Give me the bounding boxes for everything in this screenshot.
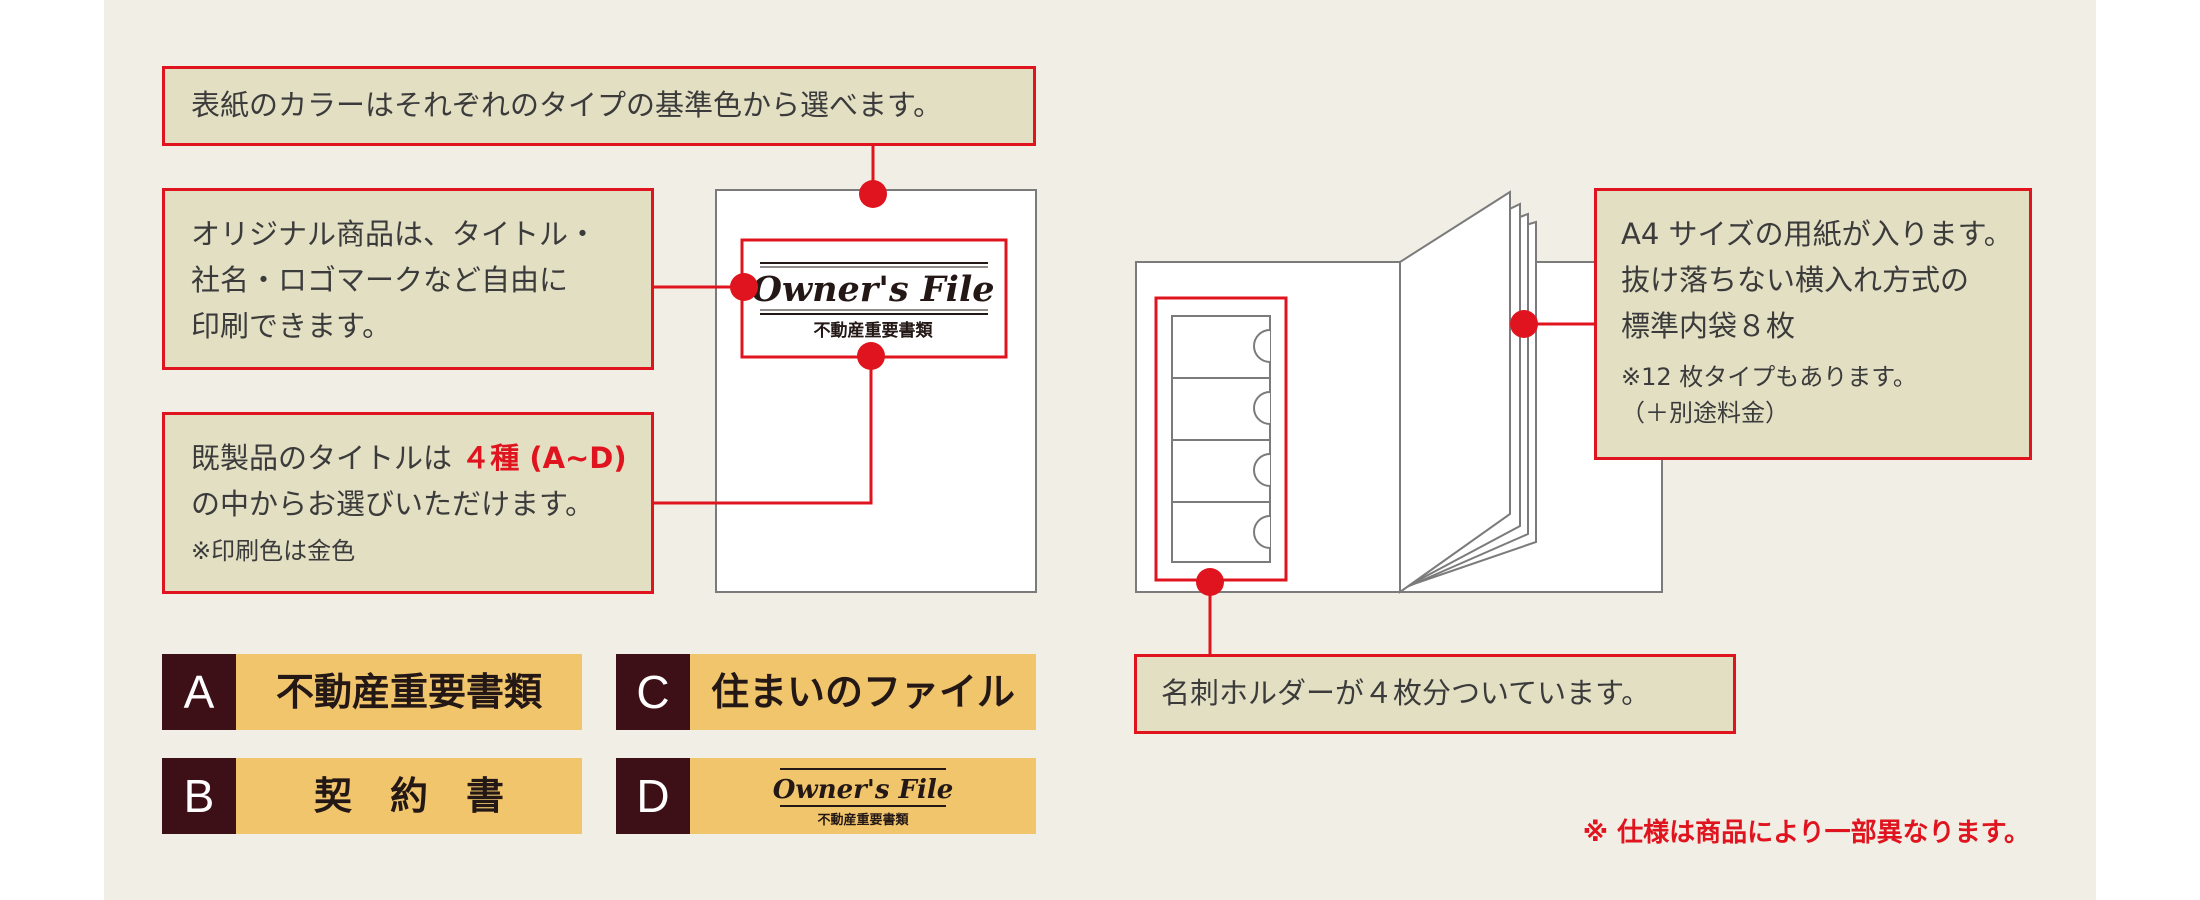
ready-title-note: ※印刷色は金色	[191, 537, 356, 565]
title-option-b: B 契 約 書	[162, 758, 582, 834]
callout-ready-title: 既製品のタイトルは ４種 (A~D) の中からお選びいただけます。 ※印刷色は金…	[162, 412, 654, 594]
ready-title-highlight: ４種 (A~D)	[461, 441, 627, 475]
title-option-text: 契 約 書	[313, 773, 504, 818]
dot-a4-paper	[1510, 310, 1538, 338]
ready-title-line2: の中からお選びいただけます。	[191, 487, 595, 521]
callout-card-holder-text: 名刺ホルダーが４枚分ついています。	[1161, 676, 1651, 710]
callout-cover-color-text: 表紙のカラーはそれぞれのタイプの基準色から選べます。	[191, 88, 943, 122]
title-option-a: A 不動産重要書類	[162, 654, 582, 730]
title-option-d: D Owner's File 不動産重要書類	[616, 758, 1036, 834]
callout-original-print: オリジナル商品は、タイトル・ 社名・ロゴマークなど自由に 印刷できます。	[162, 188, 654, 370]
dot-ready-title	[857, 342, 885, 370]
dot-original-print	[730, 273, 758, 301]
title-option-text: 不動産重要書類	[275, 669, 542, 714]
callout-a4-paper-note: ※12 枚タイプもあります。	[1621, 363, 1917, 391]
callout-card-holder: 名刺ホルダーが４枚分ついています。	[1134, 654, 1736, 734]
title-option-letter: B	[162, 758, 236, 834]
title-option-letter: C	[616, 654, 690, 730]
callout-a4-paper-line: A4 サイズの用紙が入ります。	[1621, 217, 2013, 251]
dot-cover-color	[859, 180, 887, 208]
callout-a4-paper: A4 サイズの用紙が入ります。 抜け落ちない横入れ方式の 標準内袋８枚 ※12 …	[1594, 188, 2032, 460]
callout-original-print-line: 印刷できます。	[191, 309, 392, 343]
callout-a4-paper-line: 抜け落ちない横入れ方式の	[1621, 263, 1970, 297]
title-option-letter: A	[162, 654, 236, 730]
cover-label-title: Owner's File	[751, 269, 994, 310]
title-option-letter: D	[616, 758, 690, 834]
callout-a4-paper-line: 標準内袋８枚	[1621, 309, 1796, 343]
connector-dots	[730, 180, 1538, 596]
callout-original-print-line: オリジナル商品は、タイトル・	[191, 217, 598, 251]
ready-title-prefix: 既製品のタイトルは	[191, 441, 462, 475]
callout-original-print-line: 社名・ロゴマークなど自由に	[191, 263, 569, 297]
logo-subtitle: 不動産重要書類	[817, 812, 909, 828]
title-option-text: 住まいのファイル	[710, 670, 1015, 714]
card-holder	[1171, 315, 1271, 563]
title-option-c: C 住まいのファイル	[616, 654, 1036, 730]
callout-cover-color: 表紙のカラーはそれぞれのタイプの基準色から選べます。	[162, 66, 1036, 146]
owners-file-logo: Owner's File 不動産重要書類	[773, 768, 954, 828]
footnote: ※ 仕様は商品により一部異なります。	[1582, 818, 2030, 848]
cover-label-subtitle: 不動産重要書類	[814, 320, 934, 341]
cover-label-frame	[740, 238, 1008, 359]
callout-a4-paper-note: （＋別途料金）	[1621, 399, 1789, 427]
logo-title: Owner's File	[773, 775, 954, 805]
dot-card-holder	[1196, 568, 1224, 596]
